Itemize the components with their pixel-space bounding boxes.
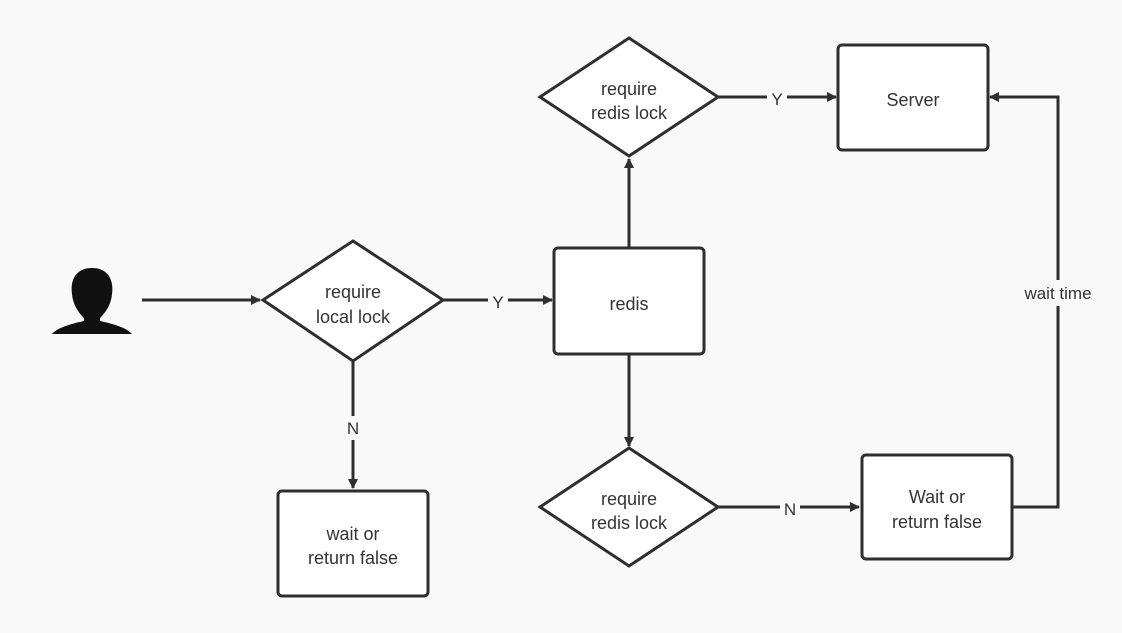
decision-local-lock: require local lock <box>260 239 446 363</box>
process-wait-right-line1: Wait or <box>909 487 965 507</box>
edge-label-wait-time: wait time <box>1023 284 1091 303</box>
process-wait-right: Wait or return false <box>860 453 1014 561</box>
edge-label-local-yes: Y <box>492 293 503 312</box>
process-server-label: Server <box>886 90 939 110</box>
process-server: Server <box>836 43 990 152</box>
process-wait-right-line2: return false <box>892 512 982 532</box>
edge-label-redis-no: N <box>784 500 796 519</box>
decision-redis-lock-top-line2: redis lock <box>591 103 668 123</box>
process-wait-left: wait or return false <box>276 489 430 598</box>
decision-redis-lock-top: require redis lock <box>537 36 721 158</box>
process-wait-left-line2: return false <box>308 548 398 568</box>
process-redis: redis <box>552 246 706 356</box>
process-redis-label: redis <box>609 294 648 314</box>
decision-local-lock-line1: require <box>325 282 381 302</box>
edge-label-redis-yes: Y <box>771 90 782 109</box>
decision-redis-lock-bottom: require redis lock <box>537 446 721 568</box>
decision-redis-lock-bottom-line2: redis lock <box>591 513 668 533</box>
edge-label-local-no: N <box>347 419 359 438</box>
decision-local-lock-line2: local lock <box>316 307 391 327</box>
decision-redis-lock-top-line1: require <box>601 79 657 99</box>
decision-redis-lock-bottom-line1: require <box>601 489 657 509</box>
process-wait-left-line1: wait or <box>325 524 379 544</box>
user-icon <box>52 268 132 334</box>
